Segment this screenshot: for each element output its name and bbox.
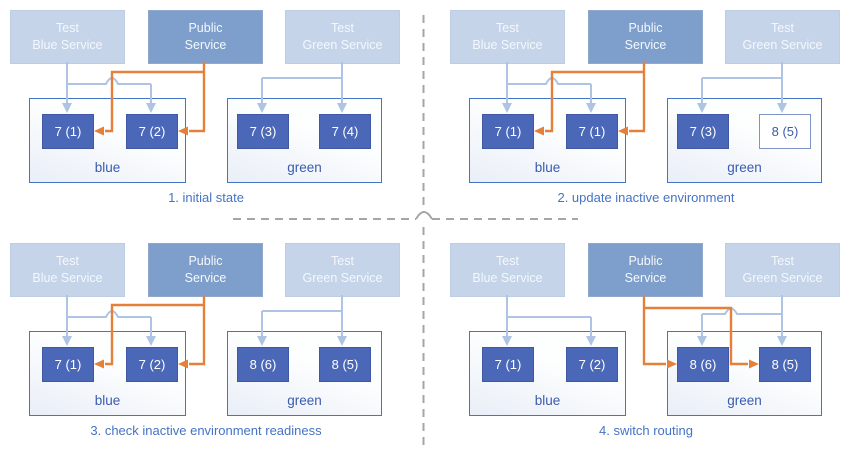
pod: 8 (6) — [237, 347, 289, 382]
test-green-service-box: Test Green Service — [725, 243, 840, 297]
service-label-line: Blue Service — [472, 38, 543, 52]
service-label-line: Service — [624, 38, 667, 52]
quadrant-check-readiness: Test Blue Service Public Service Test Gr… — [0, 233, 424, 445]
step-caption: 3. check inactive environment readiness — [90, 423, 322, 438]
blue-environment-box: 7 (1) 7 (2) blue — [29, 331, 186, 416]
environment-label: green — [727, 160, 762, 175]
test-blue-service-box: Test Blue Service — [10, 10, 125, 64]
pod: 7 (3) — [677, 114, 729, 149]
public-service-box: Public Service — [148, 10, 263, 64]
pod: 7 (1) — [482, 114, 534, 149]
blue-environment-box: 7 (1) 7 (2) blue — [29, 98, 186, 183]
service-label-line: Public — [188, 254, 223, 268]
quadrant-update-inactive: Test Blue Service Public Service Test Gr… — [440, 0, 848, 212]
pod: 7 (1) — [482, 347, 534, 382]
service-label-line: Service — [624, 271, 667, 285]
environment-label: blue — [534, 393, 561, 408]
pod: 7 (2) — [566, 347, 618, 382]
test-green-service-box: Test Green Service — [285, 10, 400, 64]
pod: 7 (3) — [237, 114, 289, 149]
environment-label: green — [287, 160, 322, 175]
quadrant-initial-state: Test Blue Service Public Service Test Gr… — [0, 0, 424, 212]
pod: 7 (4) — [319, 114, 371, 149]
environment-label: green — [727, 393, 762, 408]
service-label-line: Service — [184, 38, 227, 52]
service-label-line: Test — [496, 254, 519, 268]
service-label-line: Green Service — [742, 38, 823, 52]
test-blue-service-box: Test Blue Service — [450, 10, 565, 64]
pod: 7 (2) — [126, 347, 178, 382]
service-label-line: Public — [188, 21, 223, 35]
service-label-line: Test — [331, 254, 354, 268]
green-environment-box: 8 (6) 8 (5) green — [227, 331, 382, 416]
step-caption: 4. switch routing — [599, 423, 693, 438]
step-caption: 2. update inactive environment — [557, 190, 735, 205]
service-label-line: Test — [56, 21, 79, 35]
pod: 7 (2) — [126, 114, 178, 149]
divider-crossing-hop — [415, 211, 433, 220]
blue-environment-box: 7 (1) 7 (2) blue — [469, 331, 626, 416]
pod: 8 (6) — [677, 347, 729, 382]
service-label-line: Green Service — [302, 38, 383, 52]
public-service-box: Public Service — [588, 10, 703, 64]
pod: 8 (5) — [759, 347, 811, 382]
service-label-line: Blue Service — [472, 271, 543, 285]
service-label-line: Green Service — [302, 271, 383, 285]
service-label-line: Public — [628, 254, 663, 268]
pod: 8 (5) — [319, 347, 371, 382]
service-label-line: Blue Service — [32, 38, 103, 52]
pod: 8 (5) — [759, 114, 811, 149]
step-caption: 1. initial state — [168, 190, 244, 205]
service-label-line: Green Service — [742, 271, 823, 285]
quadrant-switch-routing: Test Blue Service Public Service Test Gr… — [440, 233, 848, 445]
service-label-line: Blue Service — [32, 271, 103, 285]
pod: 7 (1) — [42, 114, 94, 149]
pod: 7 (1) — [566, 114, 618, 149]
test-green-service-box: Test Green Service — [285, 243, 400, 297]
service-label-line: Test — [771, 254, 794, 268]
green-environment-box: 8 (6) 8 (5) green — [667, 331, 822, 416]
service-label-line: Test — [496, 21, 519, 35]
test-blue-service-box: Test Blue Service — [450, 243, 565, 297]
service-label-line: Test — [56, 254, 79, 268]
public-service-box: Public Service — [588, 243, 703, 297]
public-service-box: Public Service — [148, 243, 263, 297]
green-environment-box: 7 (3) 7 (4) green — [227, 98, 382, 183]
service-label-line: Service — [184, 271, 227, 285]
service-label-line: Test — [771, 21, 794, 35]
test-blue-service-box: Test Blue Service — [10, 243, 125, 297]
environment-label: green — [287, 393, 322, 408]
environment-label: blue — [94, 160, 121, 175]
service-label-line: Test — [331, 21, 354, 35]
blue-environment-box: 7 (1) 7 (1) blue — [469, 98, 626, 183]
green-environment-box: 7 (3) 8 (5) green — [667, 98, 822, 183]
environment-label: blue — [534, 160, 561, 175]
environment-label: blue — [94, 393, 121, 408]
service-label-line: Public — [628, 21, 663, 35]
test-green-service-box: Test Green Service — [725, 10, 840, 64]
pod: 7 (1) — [42, 347, 94, 382]
